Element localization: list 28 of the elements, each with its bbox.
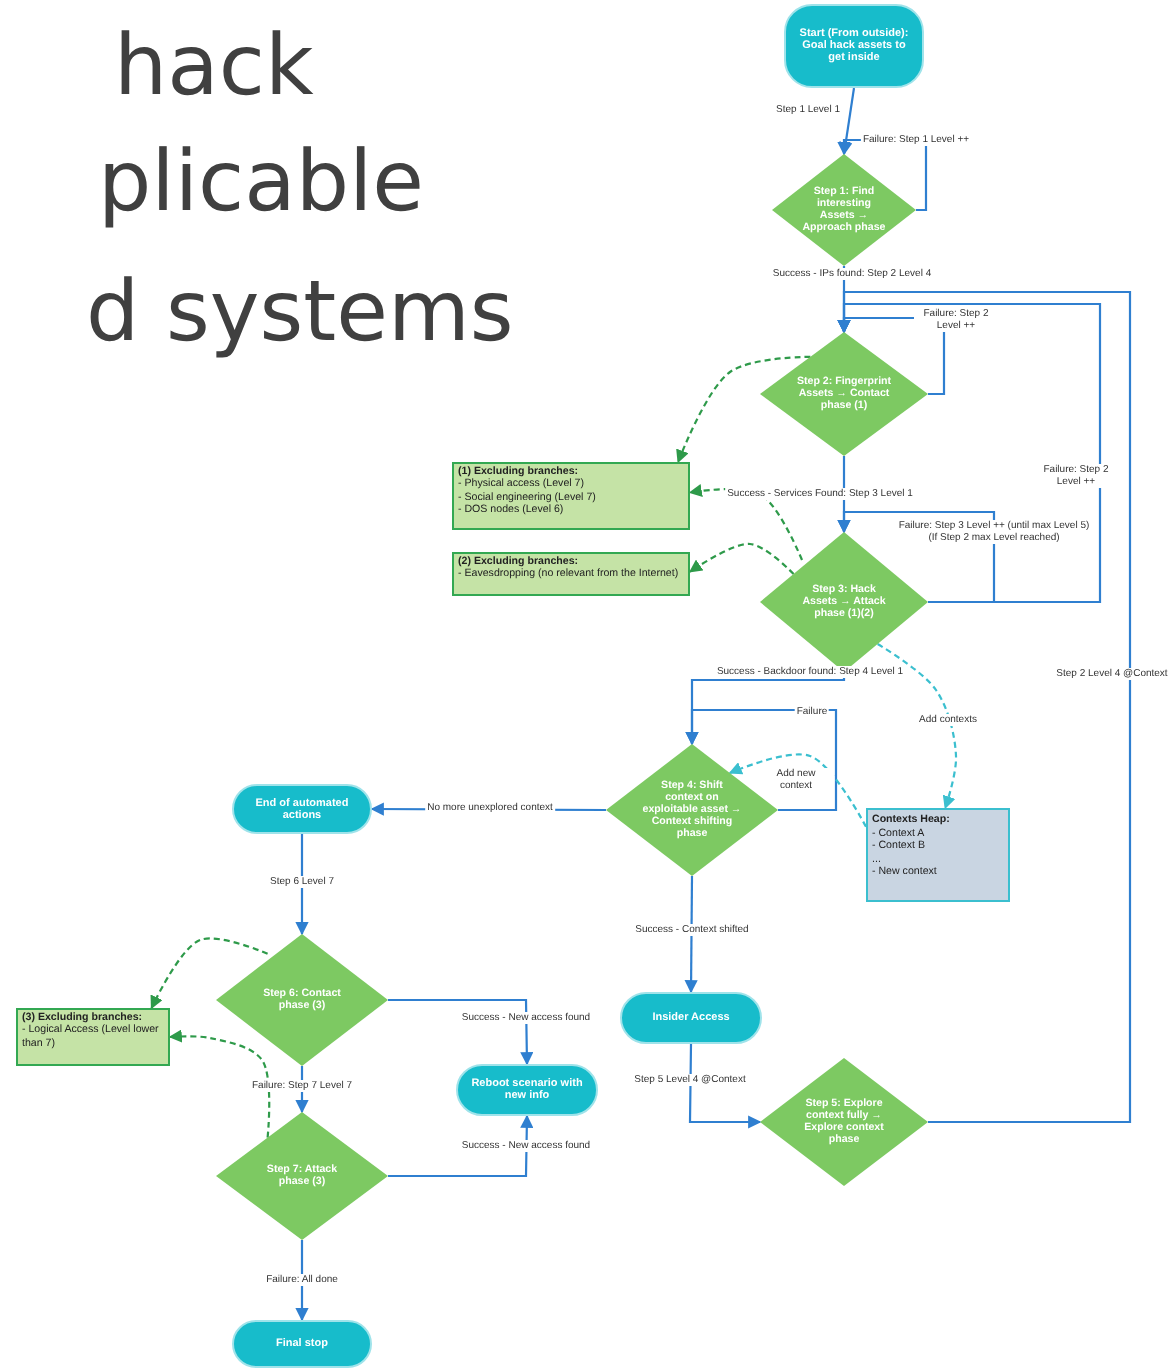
terminal-pill [232,784,372,834]
note-box [16,1008,170,1066]
connector-arrow [295,1240,309,1322]
dashed-arrow [877,643,958,810]
heap-box [866,808,1010,902]
dashed-arrow [688,542,795,575]
slide-text: plicable [98,140,424,224]
dashed-arrow [168,1029,271,1138]
connector-arrow [688,1044,762,1129]
dashed-arrow [150,937,269,1010]
terminal-pill [784,4,924,88]
connector-arrow [837,290,1132,1124]
slide-text: d systems [86,270,514,354]
connector-arrow [684,876,698,994]
terminal-pill [232,1320,372,1368]
terminal-pill [620,992,762,1044]
note-box [452,552,690,596]
terminal-pill [456,1064,598,1116]
note-box [452,462,690,530]
connector-arrow [388,1114,534,1178]
connector-arrow [837,510,996,604]
connector-arrow [839,87,856,156]
connector-arrow [388,998,534,1066]
connector-arrow [295,834,309,936]
dashed-arrow [728,753,867,828]
slide-text: hack [114,24,314,108]
connector-arrow [685,708,838,812]
dashed-arrow [676,355,811,464]
